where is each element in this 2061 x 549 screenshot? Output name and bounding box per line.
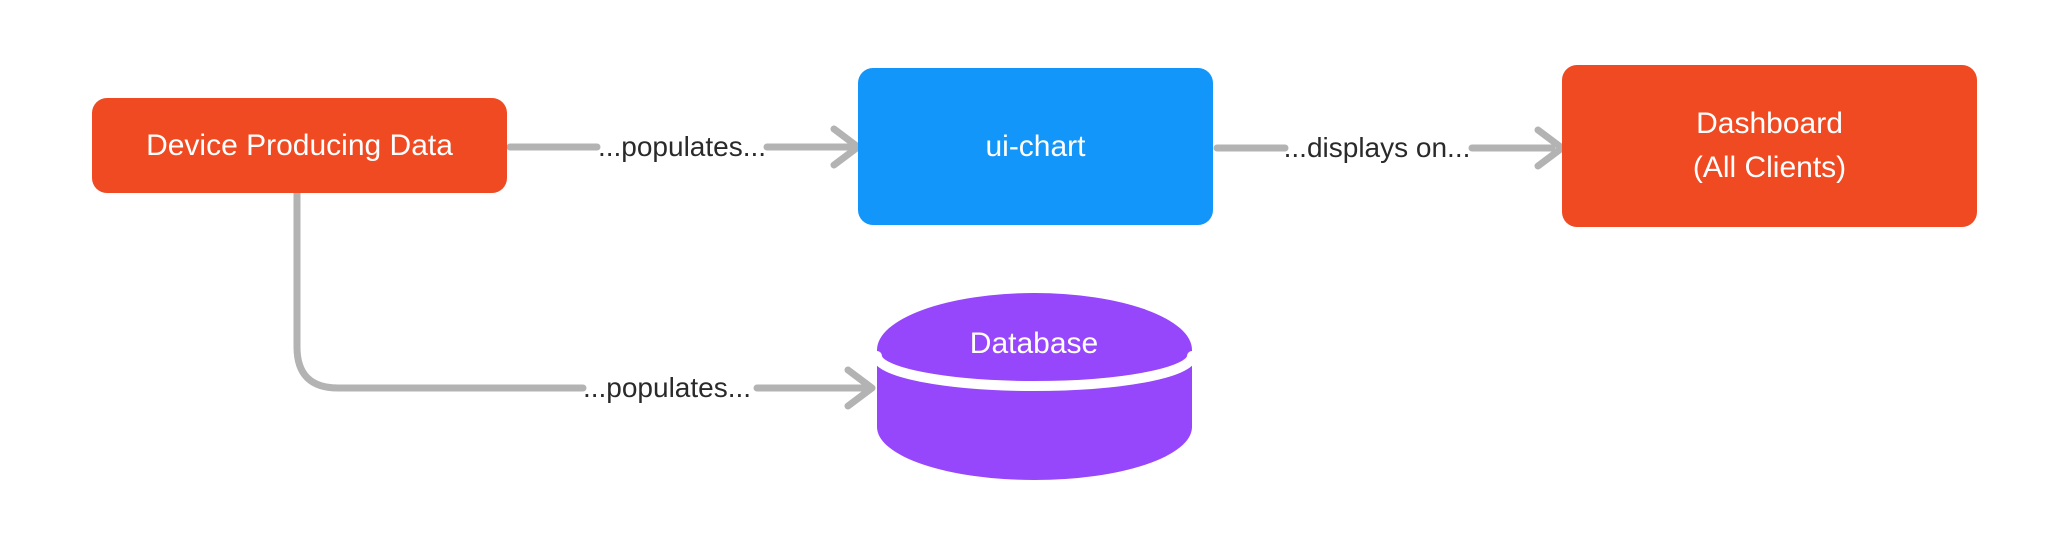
arrowhead-icon xyxy=(844,366,876,410)
edge-label-device-to-database: ...populates... xyxy=(582,372,752,403)
node-device-producing-data: Device Producing Data xyxy=(92,98,507,193)
edge-label-device-to-uichart: ...populates... xyxy=(597,131,767,162)
node-database-cylinder xyxy=(872,293,1197,480)
edge-curve-segment xyxy=(293,189,587,392)
node-dashboard-label-line1: Dashboard xyxy=(1696,107,1843,140)
cylinder-divider-line xyxy=(872,351,1197,391)
node-device-label: Device Producing Data xyxy=(146,128,453,162)
edge-label-uichart-to-dashboard: ...displays on... xyxy=(1283,132,1471,163)
node-database-label: Database xyxy=(969,327,1099,360)
edge-device-to-database xyxy=(293,189,876,410)
node-ui-chart: ui-chart xyxy=(858,68,1213,225)
node-dashboard-label-line2: (All Clients) xyxy=(1692,151,1847,184)
node-ui-chart-label: ui-chart xyxy=(985,129,1086,163)
node-dashboard: Dashboard (All Clients) xyxy=(1562,65,1977,227)
